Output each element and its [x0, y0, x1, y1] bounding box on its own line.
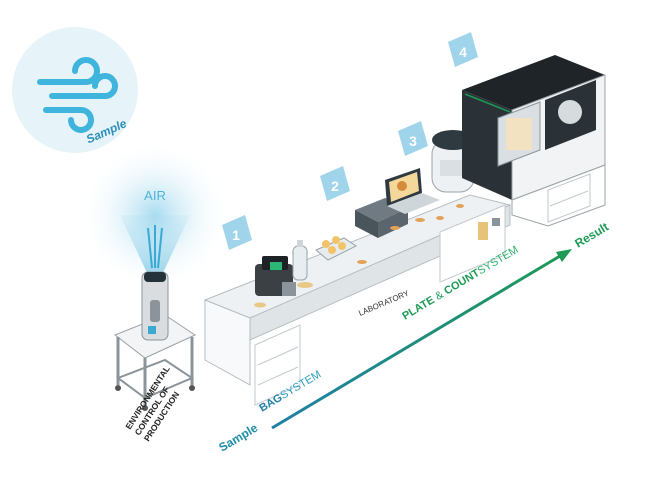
step-number-1: 1 — [232, 227, 240, 243]
bag-instrument — [254, 236, 357, 308]
sample-bubble: Sample — [12, 27, 138, 153]
plate-amp: & — [431, 287, 449, 304]
step-badge-2: 2 — [320, 166, 350, 201]
air-sampler-cart — [113, 271, 197, 411]
arrow-head-icon — [556, 249, 572, 262]
air-label: AIR — [144, 188, 166, 203]
environment-label: ENVIRONMENTAL CONTROL OF PRODUCTION — [123, 364, 181, 443]
laptop — [385, 168, 440, 214]
step-badge-4: 4 — [448, 32, 478, 67]
counting-system — [462, 55, 606, 227]
air-glow: AIR — [80, 140, 230, 290]
step-badge-3: 3 — [398, 121, 428, 156]
flow-start-label: Sample — [216, 420, 260, 454]
step-number-3: 3 — [409, 133, 417, 149]
step-number-2: 2 — [331, 178, 339, 194]
flow-end-label: Result — [572, 220, 611, 251]
step-number-4: 4 — [459, 44, 467, 60]
wind-icon — [37, 57, 118, 133]
step-badge-1: 1 — [222, 215, 252, 250]
rack-tubes — [315, 236, 357, 261]
